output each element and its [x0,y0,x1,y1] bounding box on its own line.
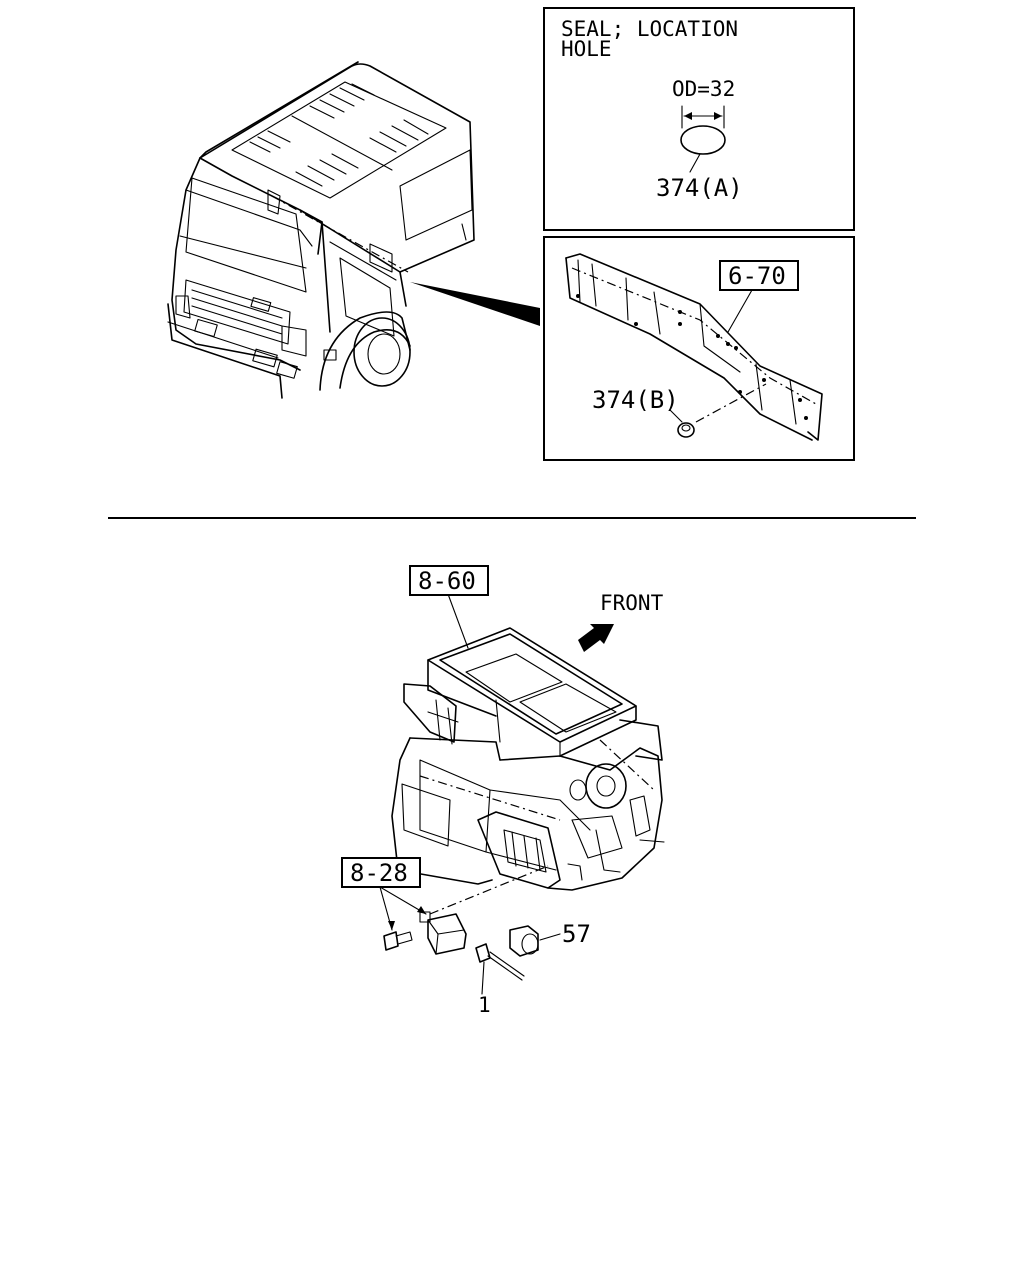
seal-plug-a [680,125,726,155]
ref-8-60-label: 8-60 [418,567,476,595]
control-module [427,913,467,955]
frame-detail-box: 6-70 374(B) [543,236,855,461]
sensor-module-group: 8-28 57 1 [341,857,591,1017]
part-57-label: 57 [562,920,591,948]
bolt [383,931,399,951]
part-374b-label: 374(B) [592,386,679,414]
ref-8-60-box [409,565,489,596]
part-57-connector [509,925,539,957]
seal-box-title-line2: HOLE [561,37,612,61]
front-arrow-icon [578,624,614,652]
ref-6-70-label: 6-70 [728,262,786,290]
seal-box-title-line1: SEAL; LOCATION [561,17,738,41]
hvac-unit-illustration [391,593,665,891]
part-374a-label: 374(A) [656,174,743,202]
dimension-label: OD=32 [672,77,735,101]
ref-8-28-label: 8-28 [350,859,408,887]
seal-plug-b [677,422,695,438]
truck-cab-illustration [167,61,540,399]
seal-location-box: SEAL; LOCATION HOLE OD=32 374(A) [543,7,855,231]
part-1-label: 1 [478,993,491,1017]
front-label: FRONT [600,591,664,615]
part-1-sensor [475,943,491,963]
ref-6-70-box [719,260,799,291]
